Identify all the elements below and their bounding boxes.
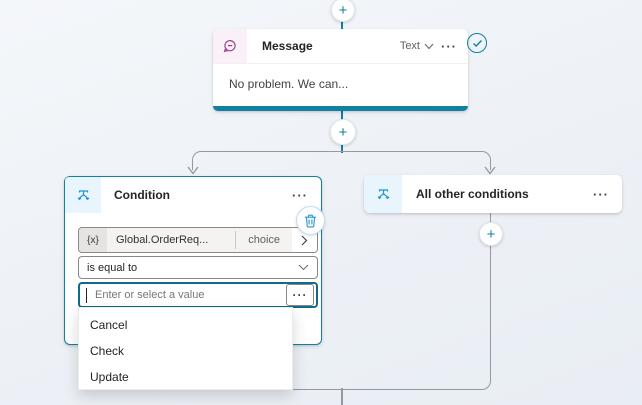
message-body-text[interactable]: No problem. We can...: [229, 77, 349, 91]
add-node-button-middle[interactable]: +: [330, 119, 356, 145]
condition-operator-select[interactable]: is equal to: [78, 256, 318, 279]
all-other-conditions-node[interactable]: All other conditions ···: [364, 175, 622, 213]
divider: [235, 231, 237, 249]
condition-menu-button[interactable]: ···: [292, 187, 308, 203]
message-node-header: Message Text ···: [213, 29, 468, 64]
condition-value-input[interactable]: [87, 289, 286, 301]
variable-type-badge: choice: [248, 234, 280, 246]
arrowhead-right: [484, 166, 496, 175]
dropdown-option-cancel[interactable]: Cancel: [90, 318, 128, 332]
status-check-badge: [467, 33, 487, 53]
chevron-down-icon: [424, 43, 434, 49]
check-icon: [472, 39, 482, 47]
plus-icon: +: [338, 123, 348, 141]
arrowhead-left: [187, 166, 199, 175]
condition-variable-picker[interactable]: {x} Global.OrderReq... choice: [78, 227, 318, 253]
value-options-dropdown: Cancel Check Update: [78, 307, 293, 390]
add-node-button-top[interactable]: +: [331, 0, 355, 22]
condition-value-field: ···: [78, 282, 318, 308]
message-node-title: Message: [262, 39, 313, 53]
dropdown-option-check[interactable]: Check: [90, 344, 125, 358]
value-more-button[interactable]: ···: [286, 284, 314, 306]
chevron-down-icon: [298, 264, 309, 271]
condition-node-title: Condition: [114, 188, 170, 202]
operator-value: is equal to: [87, 261, 138, 274]
branch-icon: [364, 175, 402, 213]
message-type-label: Text: [399, 40, 420, 52]
dropdown-option-update[interactable]: Update: [90, 370, 129, 384]
add-node-button-branch[interactable]: +: [479, 222, 503, 246]
variable-name: Global.OrderReq...: [116, 234, 209, 246]
connector-branch-left: [192, 151, 343, 170]
message-icon: [213, 29, 247, 63]
variable-icon: {x}: [79, 228, 107, 252]
trash-icon: [305, 214, 316, 227]
message-node[interactable]: Message Text ··· No problem. We can...: [213, 29, 468, 111]
all-other-conditions-title: All other conditions: [416, 187, 529, 201]
plus-icon: +: [338, 1, 348, 19]
connector-bottom-stub: [341, 388, 343, 405]
text-caret: [86, 287, 87, 303]
plus-icon: +: [486, 225, 496, 243]
message-type-dropdown[interactable]: Text: [400, 40, 434, 52]
connector-top: [340, 14, 344, 30]
condition-node-header: Condition ···: [65, 177, 321, 213]
message-menu-button[interactable]: ···: [441, 38, 457, 54]
branch-icon: [65, 177, 101, 213]
delete-condition-button[interactable]: [296, 206, 325, 235]
all-other-conditions-menu-button[interactable]: ···: [593, 186, 609, 202]
connector-merge-right: [342, 213, 491, 390]
connector-branch-right: [342, 151, 491, 170]
chevron-right-icon: [301, 235, 308, 245]
